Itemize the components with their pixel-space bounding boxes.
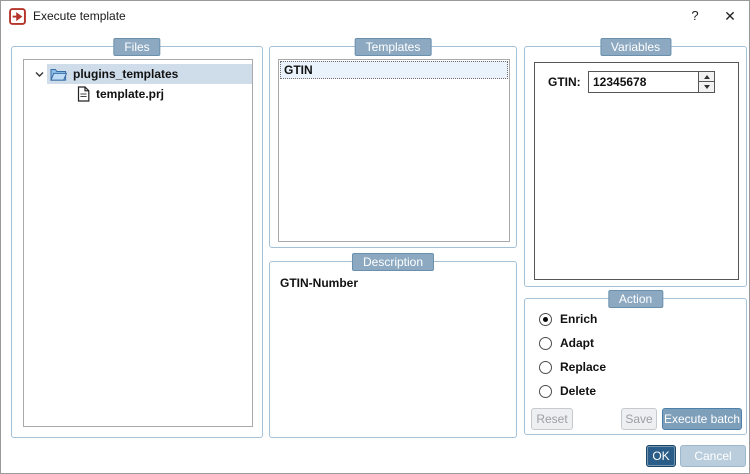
radio-option-replace[interactable]: Replace [539, 359, 606, 375]
list-item-selected[interactable]: GTIN [280, 61, 508, 79]
description-text: GTIN-Number [280, 276, 358, 290]
chevron-down-icon[interactable] [31, 71, 47, 78]
action-panel-header: Action [607, 290, 664, 308]
help-button[interactable]: ? [691, 8, 699, 23]
radio-option-adapt[interactable]: Adapt [539, 335, 594, 351]
reset-button[interactable]: Reset [531, 408, 573, 430]
tree-row-folder[interactable]: plugins_templates [24, 64, 252, 84]
variables-panel-header: Variables [599, 38, 672, 56]
radio-icon[interactable] [539, 384, 552, 398]
radio-icon[interactable] [539, 336, 552, 350]
files-panel-header: Files [113, 38, 161, 56]
execute-batch-button[interactable]: Execute batch [662, 408, 742, 430]
variables-panel: Variables GTIN: [524, 38, 747, 287]
tree-item-label: plugins_templates [73, 67, 179, 81]
app-icon [9, 8, 26, 25]
radio-icon[interactable] [539, 360, 552, 374]
gtin-input[interactable] [589, 72, 698, 92]
templates-panel: Templates GTIN [269, 38, 517, 248]
radio-label: Delete [560, 384, 597, 398]
gtin-spinbox[interactable] [588, 71, 715, 93]
tree-row-file[interactable]: template.prj [24, 84, 252, 104]
radio-label: Adapt [560, 336, 594, 350]
description-panel: Description GTIN-Number [269, 253, 517, 438]
save-button[interactable]: Save [621, 408, 657, 430]
variable-row: GTIN: [535, 71, 738, 93]
tree-selection-highlight[interactable]: plugins_templates [47, 64, 252, 84]
templates-panel-header: Templates [354, 38, 432, 56]
spin-down-icon[interactable] [699, 82, 714, 92]
ok-button[interactable]: OK [646, 445, 676, 467]
titlebar: Execute template ? ✕ [1, 1, 749, 31]
radio-label: Replace [560, 360, 607, 374]
document-icon [77, 86, 90, 102]
radio-checked-icon[interactable] [539, 312, 552, 326]
radio-label: Enrich [560, 312, 598, 326]
variables-frame: GTIN: [534, 62, 739, 280]
description-panel-header: Description [351, 253, 435, 271]
files-panel: Files plugins_templates [11, 38, 263, 438]
tree-item-label: template.prj [96, 87, 165, 101]
folder-open-icon [50, 67, 67, 81]
close-icon[interactable]: ✕ [724, 8, 736, 24]
window-title: Execute template [33, 9, 126, 23]
files-tree[interactable]: plugins_templates template.prj [23, 59, 253, 427]
radio-option-delete[interactable]: Delete [539, 383, 596, 399]
spin-up-icon[interactable] [699, 72, 714, 82]
templates-list[interactable]: GTIN [278, 59, 510, 242]
cancel-button[interactable]: Cancel [680, 445, 746, 467]
gtin-field-label: GTIN: [548, 75, 581, 89]
radio-option-enrich[interactable]: Enrich [539, 311, 597, 327]
action-panel: Action Enrich Adapt Replace Delete Reset… [524, 290, 747, 435]
spin-buttons [698, 72, 714, 92]
